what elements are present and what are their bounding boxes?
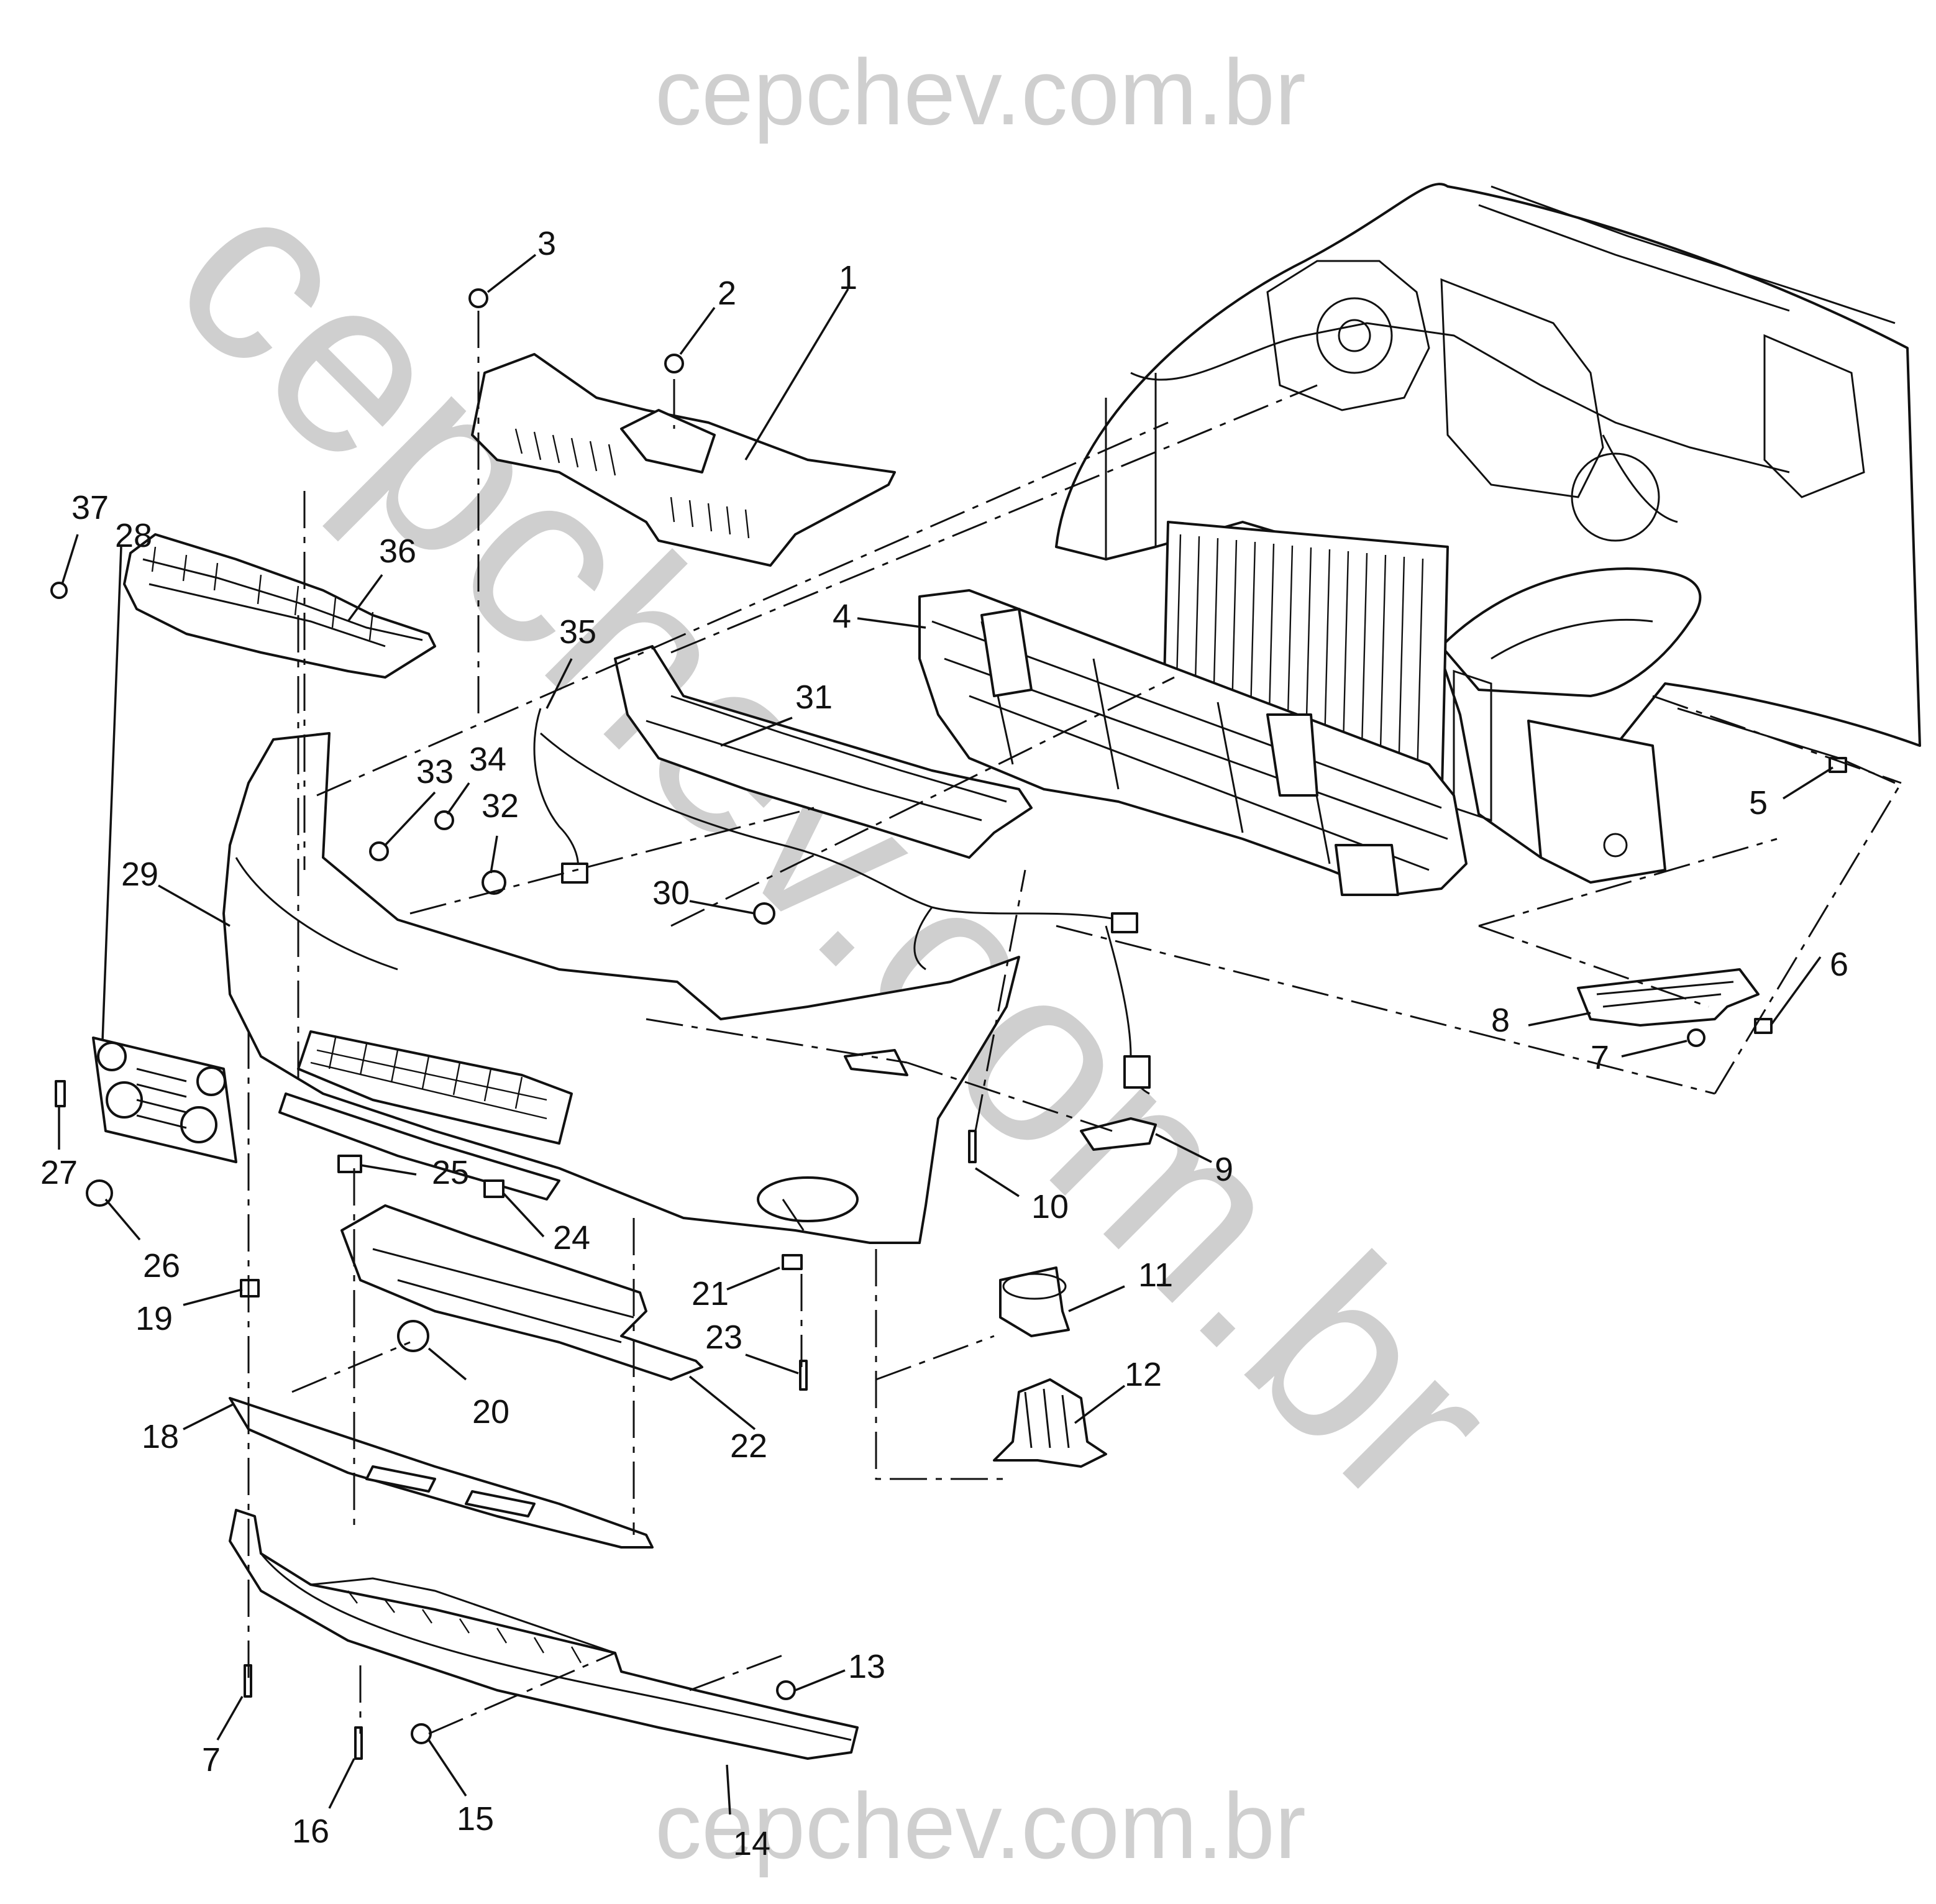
callout-34: 34 <box>469 741 506 778</box>
callout-3: 3 <box>537 225 556 262</box>
pushpin-20 <box>397 1320 429 1352</box>
alignment-lines <box>247 311 1902 1735</box>
grommet-33 <box>369 841 389 861</box>
part-12-fog-bezel <box>993 1378 1107 1468</box>
fastener-2 <box>664 354 684 373</box>
callout-24: 24 <box>553 1219 590 1256</box>
pushpin-15 <box>411 1723 432 1744</box>
callout-25: 25 <box>432 1154 469 1191</box>
callout-13: 13 <box>848 1648 885 1685</box>
part-4-impact-bar <box>918 589 1468 896</box>
callout-7-right: 7 <box>1591 1039 1609 1076</box>
callout-1: 1 <box>839 259 857 296</box>
part-11-fog-lamp <box>999 1266 1070 1337</box>
screw-16 <box>354 1726 363 1760</box>
watermark-top: cepchev.com.br <box>655 40 1306 144</box>
watermark-bottom: cepchev.com.br <box>655 1774 1306 1878</box>
clip-24 <box>483 1179 505 1198</box>
callout-21: 21 <box>692 1275 729 1312</box>
callout-2: 2 <box>718 275 736 312</box>
callout-15: 15 <box>457 1800 494 1838</box>
clip-21 <box>782 1254 803 1270</box>
callout-36: 36 <box>379 533 416 570</box>
part-29-bumper-fascia <box>222 732 1020 1244</box>
fastener-37 <box>50 582 68 599</box>
callout-30: 30 <box>652 874 690 912</box>
fastener-7-right <box>1687 1028 1705 1047</box>
bolt-32 <box>482 870 506 895</box>
headlamp <box>1440 567 1702 697</box>
callout-11: 11 <box>1138 1256 1173 1294</box>
callout-33: 33 <box>416 753 454 790</box>
callout-10: 10 <box>1031 1188 1069 1225</box>
callout-32: 32 <box>482 787 519 825</box>
callout-35: 35 <box>559 613 596 651</box>
callout-16: 16 <box>292 1813 329 1850</box>
callout-20: 20 <box>472 1393 509 1430</box>
callout-4: 4 <box>833 598 851 635</box>
callout-26: 26 <box>143 1247 180 1284</box>
screw-23 <box>799 1360 808 1391</box>
part-36-grille <box>123 533 436 679</box>
part-14-lower-deflector <box>229 1509 859 1760</box>
callout-23: 23 <box>705 1319 742 1356</box>
callout-18: 18 <box>142 1418 179 1455</box>
callout-8: 8 <box>1491 1002 1510 1039</box>
callout-12: 12 <box>1125 1356 1162 1393</box>
callout-5: 5 <box>1749 784 1768 822</box>
fasteners <box>50 288 1847 1760</box>
callout-7-lower: 7 <box>202 1741 221 1778</box>
fastener-3 <box>468 288 488 308</box>
callout-37: 37 <box>71 489 109 526</box>
callout-29: 29 <box>121 856 158 893</box>
callout-31: 31 <box>795 679 833 716</box>
clip-34 <box>434 810 454 830</box>
part-22-lower-absorber <box>340 1204 703 1381</box>
pin-27 <box>55 1080 66 1107</box>
leader-lines <box>58 254 1833 1815</box>
callout-6: 6 <box>1830 946 1848 983</box>
part-35-wiring-harness <box>533 708 1151 1095</box>
part-28-license-plate-bracket <box>92 1037 237 1163</box>
callout-labels: 1 2 3 4 5 6 7 8 9 10 11 12 13 14 15 16 7… <box>40 225 1848 1862</box>
callout-19: 19 <box>135 1300 173 1337</box>
part-1-upper-deflector <box>471 353 896 567</box>
callout-22: 22 <box>730 1427 767 1465</box>
callout-9: 9 <box>1215 1151 1233 1188</box>
clip-19 <box>240 1279 260 1298</box>
clip-25 <box>337 1155 362 1173</box>
screw-10 <box>968 1130 977 1163</box>
callout-28: 28 <box>115 517 152 554</box>
callout-14: 14 <box>733 1825 770 1862</box>
fastener-13 <box>776 1680 796 1700</box>
callout-27: 27 <box>40 1154 78 1191</box>
part-18-lower-grille <box>229 1397 654 1549</box>
bolt-30 <box>753 902 775 925</box>
part-8-bracket <box>1577 968 1760 1027</box>
